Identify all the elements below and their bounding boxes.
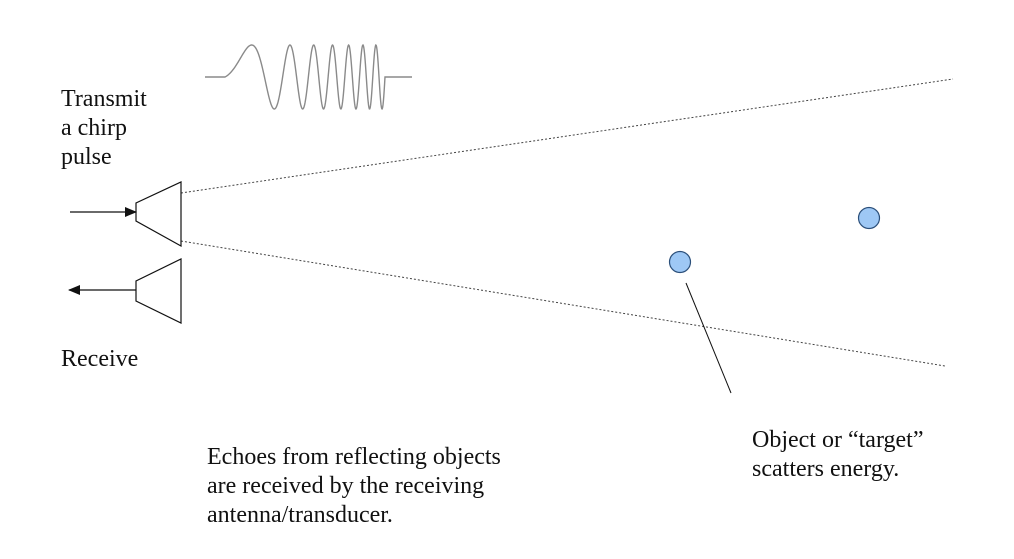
transmit-label-line-1: Transmit bbox=[61, 86, 147, 112]
echo-caption-line-1: Echoes from reflecting objects bbox=[207, 444, 501, 470]
target-caption-line-1: Object or “target” bbox=[752, 427, 924, 453]
echo-caption-line-3: antenna/transducer. bbox=[207, 502, 393, 528]
target-caption-line-2: scatters energy. bbox=[752, 456, 900, 482]
echo-caption-line-2: are received by the receiving bbox=[207, 473, 485, 499]
target-caption: Object or “target” scatters energy. bbox=[752, 426, 923, 484]
beam-upper-line bbox=[180, 78, 954, 194]
chirp-waveform-icon bbox=[205, 43, 412, 110]
target-icon bbox=[668, 250, 692, 274]
target-pointer-line bbox=[685, 282, 732, 394]
echo-caption: Echoes from reflecting objects are recei… bbox=[207, 443, 501, 530]
transmit-label-line-3: pulse bbox=[61, 144, 112, 170]
transmit-antenna-icon bbox=[135, 181, 182, 248]
receive-label: Receive bbox=[61, 346, 139, 372]
transmit-label-line-2: a chirp bbox=[61, 115, 127, 141]
transmit-label: Transmit a chirp pulse bbox=[61, 85, 147, 172]
receive-antenna-icon bbox=[135, 258, 182, 324]
beam-lower-line bbox=[180, 240, 946, 367]
target-icon bbox=[857, 206, 881, 230]
beam-outline bbox=[180, 78, 954, 367]
